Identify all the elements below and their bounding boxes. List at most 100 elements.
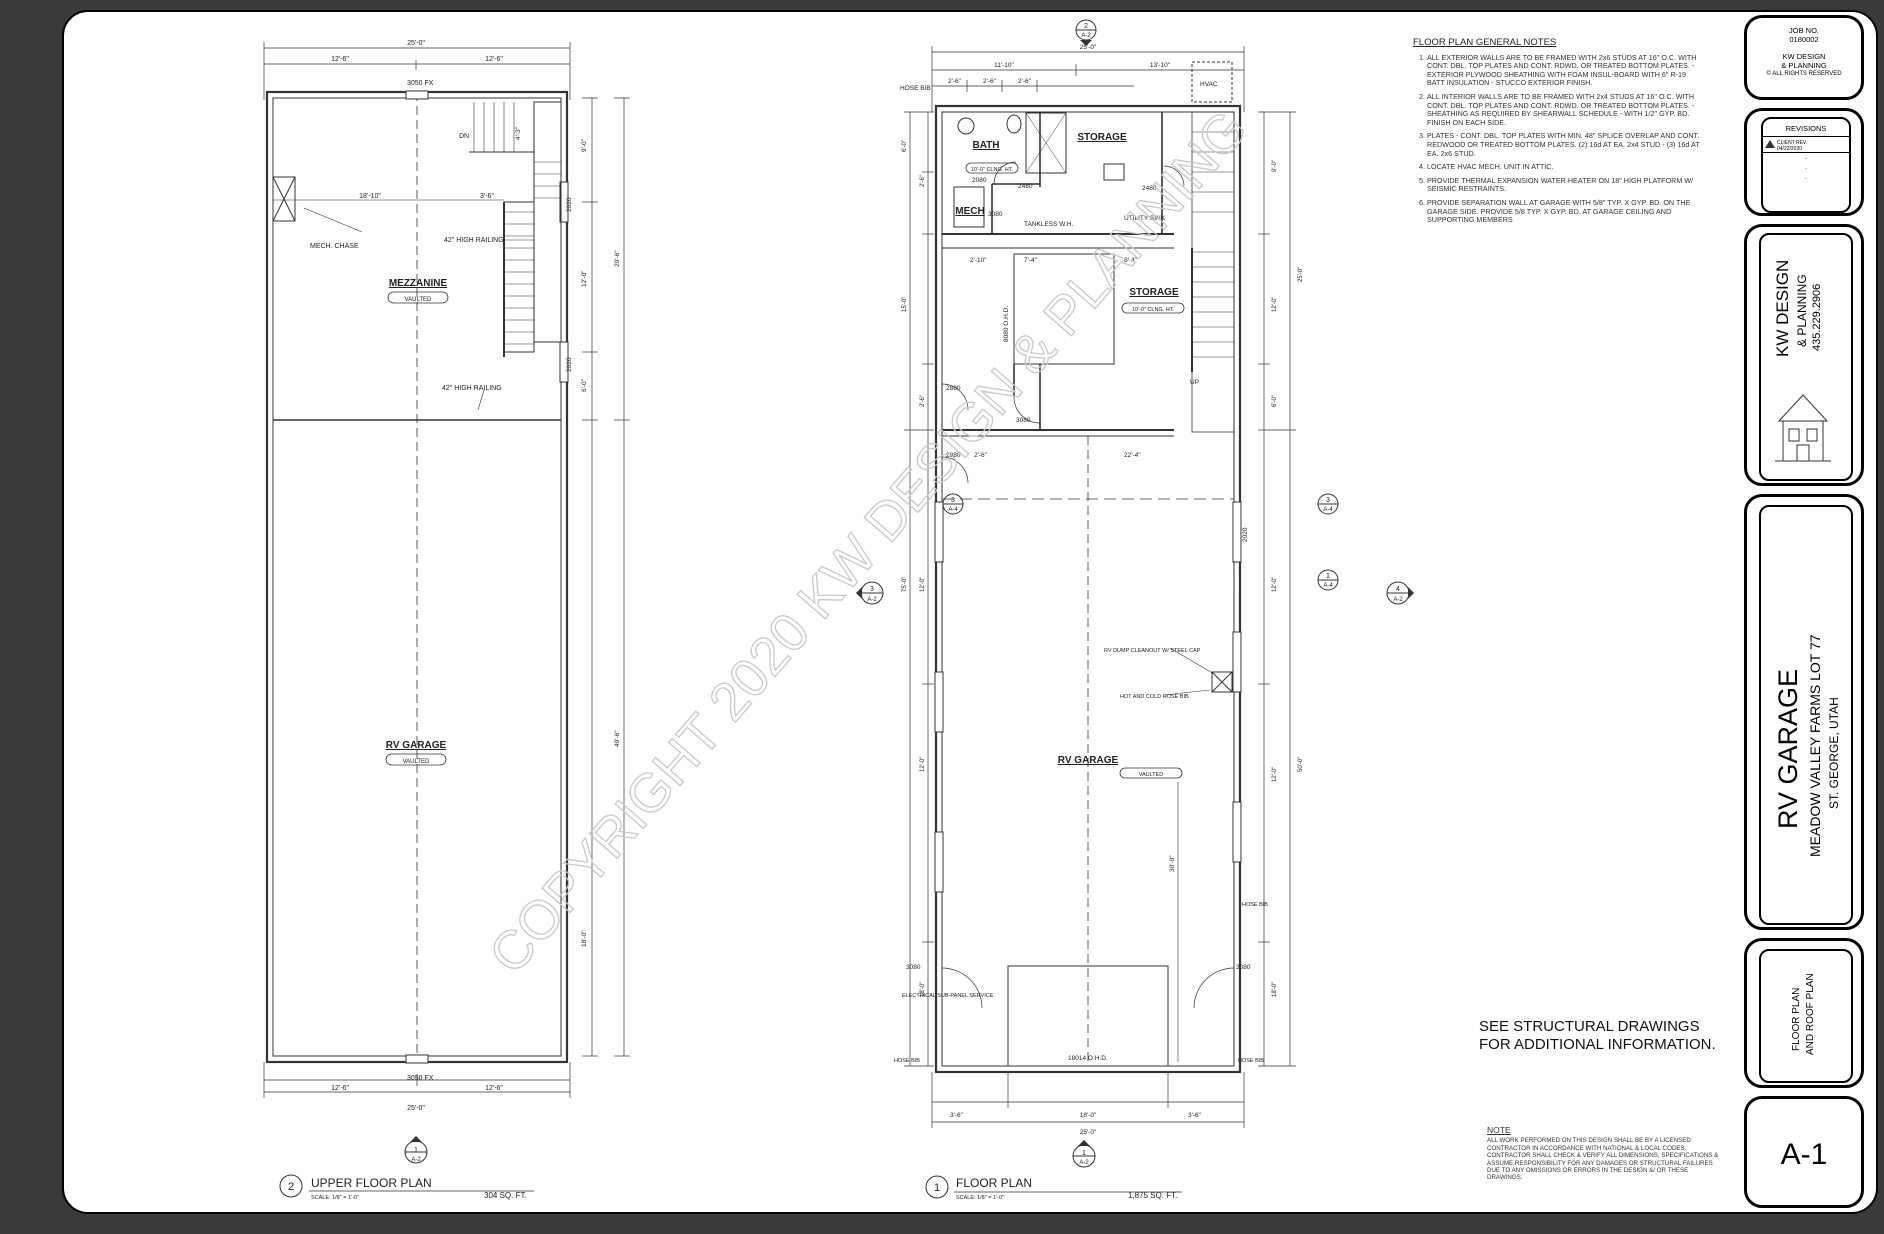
main-overall-width: 25'-0" (1080, 44, 1097, 51)
see-structural-line-2: FOR ADDITIONAL INFORMATION. (1479, 1036, 1716, 1053)
hose-bib-bottom-left: HOSE BIB (894, 1058, 920, 1064)
door-2080: 2080 (972, 177, 987, 184)
left-dim-2: 2'-6" (920, 175, 926, 187)
dim-2-6-c: 2'-6" (1018, 78, 1032, 85)
house-logo-icon (1775, 394, 1831, 462)
upper-rv-tag: VAULTED (403, 759, 430, 765)
door-2880-b: 2880 (946, 452, 961, 459)
upper-right-dim-1: 9'-0" (581, 138, 588, 152)
dim-8-4: 8'-4" (1124, 257, 1138, 264)
right-dim-7: 12'-0" (1272, 767, 1278, 782)
up-label: UP (1190, 379, 1199, 386)
ohd-18014: 18014 O.H.D. (1068, 1055, 1108, 1062)
right-dim-6: 50'-0" (1298, 757, 1304, 772)
sheet-desc-2: AND ROOF PLAN (1805, 973, 1816, 1055)
upper-bottom-overall: 25'-0" (407, 1105, 425, 1112)
bottom-dim-left: 3'-6" (950, 1112, 964, 1119)
hot-cold-label: HOT AND COLD HOSE BIB (1120, 694, 1189, 700)
dim-13-10: 13'-10" (1150, 62, 1171, 69)
hose-bib-top: HOSE BIB (900, 85, 931, 92)
upper-window-top: 3050 FX (407, 80, 434, 87)
revision-triangle-icon (1765, 140, 1775, 148)
revision-1-date: 04/22/2020 (1777, 146, 1803, 152)
dim-2-6-d: 2'-6" (974, 452, 988, 459)
firm-sub: & PLANNING (1795, 274, 1809, 347)
upper-dn-label: DN (459, 133, 469, 140)
revision-blank: . (1805, 174, 1807, 181)
upper-stair-dim: 4'-3" (515, 126, 522, 140)
marker-top-num: 2 (1084, 23, 1088, 30)
mezzanine-label: MEZZANINE (389, 278, 448, 289)
dim-11-10: 11'-10" (994, 62, 1014, 69)
job-no: 0180002 (1789, 35, 1819, 44)
right-dim-8: 18'-0" (1272, 982, 1278, 997)
note-item: PROVIDE THERMAL EXPANSION WATER HEATER O… (1427, 176, 1703, 194)
dim-2-6-a: 2'-6" (948, 78, 962, 85)
ohd-8080: 8080 O.H.D. (1003, 306, 1010, 342)
upper-width-right: 12'-6" (485, 56, 503, 63)
door-3080-right: 3080 (1236, 964, 1251, 971)
storage-mid-label: STORAGE (1129, 287, 1179, 298)
sheet-number: A-1 (1780, 1138, 1828, 1171)
upper-plan-number: 2 (288, 1181, 294, 1193)
upper-right-dim-5: 49'-6" (614, 730, 621, 747)
note-item: ALL EXTERIOR WALLS ARE TO BE FRAMED WITH… (1427, 53, 1703, 88)
title-block-firm: KW DESIGN & PLANNING 435.229.2906 (1744, 224, 1864, 486)
marker-top-sheet: A-2 (1081, 33, 1091, 39)
drawing-canvas: 25'-0" 12'-6" 12'-6" 3050 FX 3050 FX DN … (263, 19, 1414, 1201)
marker-a4-right-num: 3 (1326, 497, 1330, 504)
marker-left-num: 3 (870, 586, 874, 593)
left-dim-6: 12'-0" (920, 577, 926, 592)
door-2480-a: 2480 (1018, 183, 1033, 190)
firm-small-2: & PLANNING (1781, 61, 1827, 70)
upper-marker-num: 1 (414, 1147, 418, 1154)
bottom-dim-right: 3'-6" (1188, 1112, 1202, 1119)
upper-right-dim-4: 6'-0" (581, 378, 588, 392)
upper-plan-scale: SCALE: 1/8" = 1'-0" (311, 1195, 359, 1201)
tankless-label: TANKLESS W.H. (1024, 221, 1074, 228)
hvac-label: HVAC (1200, 81, 1218, 88)
copyright-watermark: COPYRIGHT 2020 KW DESIGN & PLANNING (478, 99, 1259, 985)
see-structural: SEE STRUCTURAL DRAWINGS FOR ADDITIONAL I… (1479, 1018, 1716, 1054)
general-notes-list: ALL EXTERIOR WALLS ARE TO BE FRAMED WITH… (1413, 53, 1703, 225)
title-block-revisions: REVISIONS CLIENT REV. 04/22/2020 . . . (1744, 108, 1864, 216)
main-floor-plan (856, 19, 1414, 1199)
bottom-overall-dim: 25'-0" (1080, 1129, 1097, 1136)
upper-dim-18-10: 18'-10" (359, 193, 381, 200)
storage-top-label: STORAGE (1077, 132, 1127, 143)
upper-right-dim-3: 12'-0" (581, 270, 588, 287)
hose-bib-right: HOSE BIB (1242, 902, 1268, 908)
upper-right-dim-6: 18'-0" (581, 930, 588, 947)
rights-reserved: © ALL RIGHTS RESERVED (1766, 71, 1842, 77)
note-item: PLATES - CONT. DBL. TOP PLATES WITH MIN.… (1427, 132, 1703, 158)
revisions-label: REVISIONS (1785, 124, 1827, 133)
revision-1: CLIENT REV. (1777, 140, 1808, 146)
main-plan-title: FLOOR PLAN (956, 1176, 1032, 1190)
upper-floor-labels: 25'-0" 12'-6" 12'-6" 3050 FX 3050 FX DN … (288, 40, 621, 1201)
project-title: RV GARAGE (1773, 668, 1803, 829)
note-item: LOCATE HVAC MECH. UNIT IN ATTIC. (1427, 163, 1703, 172)
general-notes: FLOOR PLAN GENERAL NOTES ALL EXTERIOR WA… (1413, 38, 1703, 230)
left-dim-7: 12'-0" (920, 757, 926, 772)
upper-overall-width: 25'-0" (407, 40, 425, 47)
dim-2-6-b: 2'-6" (983, 78, 997, 85)
main-rv-label: RV GARAGE (1058, 755, 1119, 766)
dim-2-10: 2'-10" (970, 257, 987, 264)
upper-plan-title: UPPER FLOOR PLAN (311, 1176, 432, 1190)
note-item: PROVIDE SEPARATION WALL AT GARAGE WITH 5… (1427, 198, 1703, 225)
marker-a4-left-sheet: A-4 (948, 507, 958, 513)
upper-rv-label: RV GARAGE (386, 740, 447, 751)
upper-window-bottom: 3050 FX (407, 1075, 434, 1082)
left-dim-3: 15'-0" (902, 297, 908, 312)
marker-a4-right-sheet: A-4 (1323, 507, 1333, 513)
marker-bottom-sheet: A-2 (1079, 1160, 1089, 1166)
marker-a4-low-num: 1 (1326, 573, 1330, 580)
project-city: ST. GEORGE, UTAH (1827, 697, 1841, 809)
title-block-job: JOB NO. 0180002 KW DESIGN & PLANNING © A… (1744, 15, 1864, 100)
drawing-sheet: 25'-0" 12'-6" 12'-6" 3050 FX 3050 FX DN … (62, 10, 1878, 1214)
hose-bib-bottom-right: HOSE BIB (1238, 1058, 1264, 1064)
upper-right-dim-2: 20'-6" (614, 250, 621, 267)
window-2020-label: 2020 (1242, 527, 1249, 542)
marker-bottom-num: 1 (1082, 1150, 1086, 1157)
contractor-note-heading: NOTE (1487, 1125, 1511, 1135)
